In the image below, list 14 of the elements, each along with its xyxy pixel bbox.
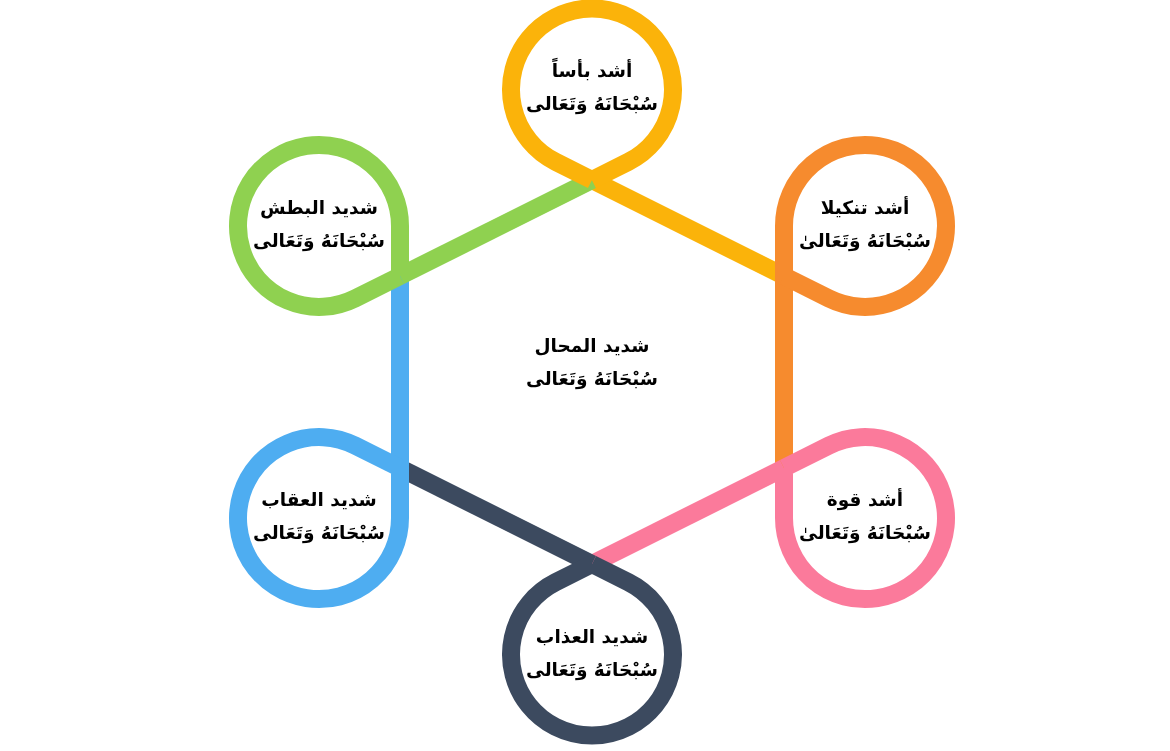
node-subtitle: سُبْحَانَهُ وَتَعَالى <box>525 657 659 683</box>
node-subtitle: سُبْحَانَهُ وَتَعَالىٰ <box>798 228 932 254</box>
node-subtitle: سُبْحَانَهُ وَتَعَالى <box>525 92 659 117</box>
node-subtitle: سُبْحَانَهُ وَتَعَالىٰ <box>798 521 932 546</box>
center-subtitle: سُبْحَانَهُ وَتَعَالى <box>525 367 659 392</box>
node-title: أشد بأساً <box>551 57 633 84</box>
node-title: أشد تنكيلا <box>820 195 910 220</box>
node-title: شديد البطش <box>260 195 378 221</box>
node-subtitle: سُبْحَانَهُ وَتَعَالى <box>252 228 386 254</box>
node-title: شديد العقاب <box>261 488 377 513</box>
node-title: أشد قوة <box>826 487 904 513</box>
node-title: شديد العذاب <box>535 624 649 649</box>
node-subtitle: سُبْحَانَهُ وَتَعَالى <box>252 521 386 546</box>
center-title: شديد المحال <box>534 334 650 358</box>
